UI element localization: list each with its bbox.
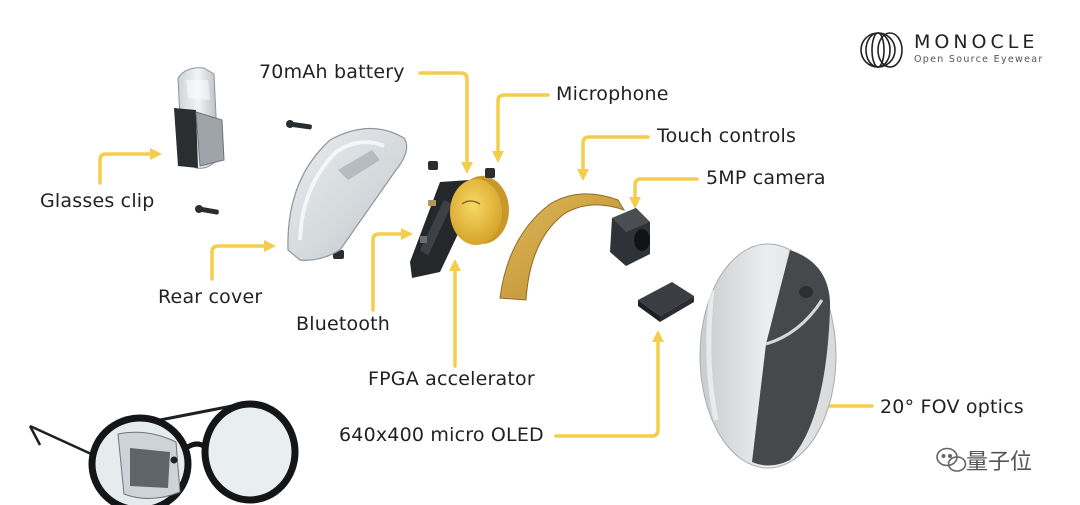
label-glasses-clip: Glasses clip bbox=[40, 190, 155, 212]
monocle-logo-icon bbox=[860, 32, 903, 68]
camera-part bbox=[610, 208, 650, 266]
leader-lines bbox=[98, 71, 874, 438]
wechat-icon bbox=[936, 447, 967, 472]
optics-part bbox=[699, 243, 837, 469]
label-camera: 5MP camera bbox=[706, 167, 826, 189]
leader-bluetooth bbox=[371, 232, 403, 312]
label-microphone: Microphone bbox=[556, 83, 669, 105]
leader-oled bbox=[554, 340, 660, 438]
label-optics: 20° FOV optics bbox=[880, 396, 1024, 418]
oled-part bbox=[638, 282, 694, 322]
label-battery: 70mAh battery bbox=[259, 61, 405, 83]
brand-name: MONOCLE bbox=[914, 31, 1039, 53]
leader-rear bbox=[210, 244, 266, 281]
battery-part bbox=[450, 168, 509, 245]
leader-clip bbox=[98, 152, 152, 185]
brand-block: MONOCLE Open Source Eyewear bbox=[856, 30, 1056, 70]
leader-touch bbox=[581, 135, 650, 172]
brand-tagline: Open Source Eyewear bbox=[914, 54, 1044, 65]
leader-battery bbox=[418, 71, 469, 165]
leader-camera bbox=[633, 177, 699, 200]
label-oled: 640x400 micro OLED bbox=[339, 424, 544, 446]
touch-controls-part bbox=[499, 193, 626, 301]
watermark: 量子位 bbox=[930, 440, 1060, 480]
label-fpga: FPGA accelerator bbox=[368, 368, 535, 390]
label-rear-cover: Rear cover bbox=[158, 286, 263, 308]
screws bbox=[195, 120, 438, 259]
glasses-clip-part bbox=[174, 67, 225, 169]
watermark-text: 量子位 bbox=[966, 450, 1033, 475]
assembled-glasses bbox=[28, 400, 299, 505]
leader-microphone bbox=[496, 93, 550, 154]
rear-cover-part bbox=[287, 127, 408, 261]
label-bluetooth: Bluetooth bbox=[296, 313, 391, 335]
label-touch-controls: Touch controls bbox=[657, 125, 797, 147]
